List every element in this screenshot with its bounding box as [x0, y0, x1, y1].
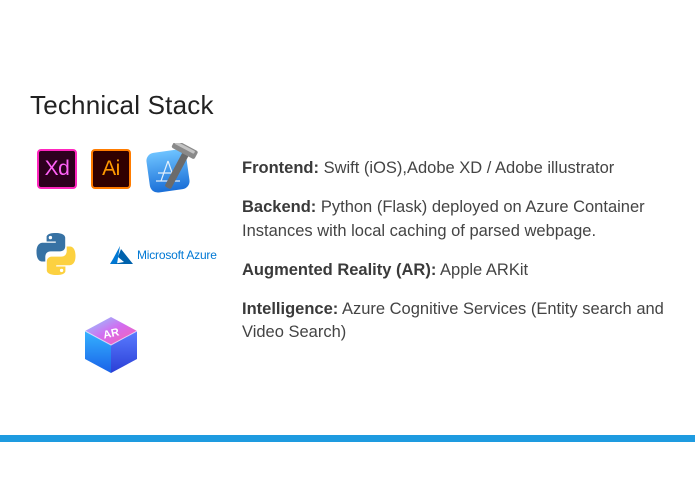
- xcode-logo-icon: [144, 140, 202, 195]
- adobe-illustrator-badge-text: Ai: [91, 149, 131, 189]
- stack-item-frontend: Frontend: Swift (iOS),Adobe XD / Adobe i…: [242, 157, 682, 181]
- microsoft-azure-logo: Microsoft Azure: [110, 240, 218, 270]
- slide-title: Technical Stack: [30, 90, 214, 120]
- stack-item-backend: Backend: Python (Flask) deployed on Azur…: [242, 196, 682, 243]
- stack-item-text: Apple ARKit: [436, 260, 529, 279]
- arkit-logo-text: AR: [102, 326, 120, 341]
- stack-item-label: Intelligence:: [242, 299, 339, 318]
- azure-logo-text: Microsoft Azure: [137, 248, 217, 262]
- stack-item-label: Augmented Reality (AR):: [242, 260, 437, 279]
- stack-description: Frontend: Swift (iOS),Adobe XD / Adobe i…: [242, 157, 682, 360]
- stack-item-intelligence: Intelligence: Azure Cognitive Services (…: [242, 298, 682, 345]
- adobe-illustrator-logo-icon: Ai: [91, 149, 131, 189]
- stack-item-label: Frontend:: [242, 159, 319, 177]
- adobe-xd-badge-text: Xd: [37, 149, 77, 189]
- stack-item-text: Swift (iOS),Adobe XD / Adobe illustrator: [318, 159, 615, 177]
- bottom-accent-bar: [0, 435, 695, 442]
- stack-item-label: Backend:: [242, 198, 317, 216]
- arkit-logo-icon: AR: [80, 313, 142, 377]
- stack-item-text: Azure Cognitive Services (Entity search …: [242, 299, 664, 342]
- stack-item-ar: Augmented Reality (AR): Apple ARKit: [242, 259, 682, 283]
- adobe-xd-logo-icon: Xd: [37, 149, 77, 189]
- stack-item-text: Python (Flask) deployed on Azure Contain…: [242, 198, 645, 240]
- azure-icon: [110, 246, 133, 264]
- python-logo-icon: [32, 230, 80, 278]
